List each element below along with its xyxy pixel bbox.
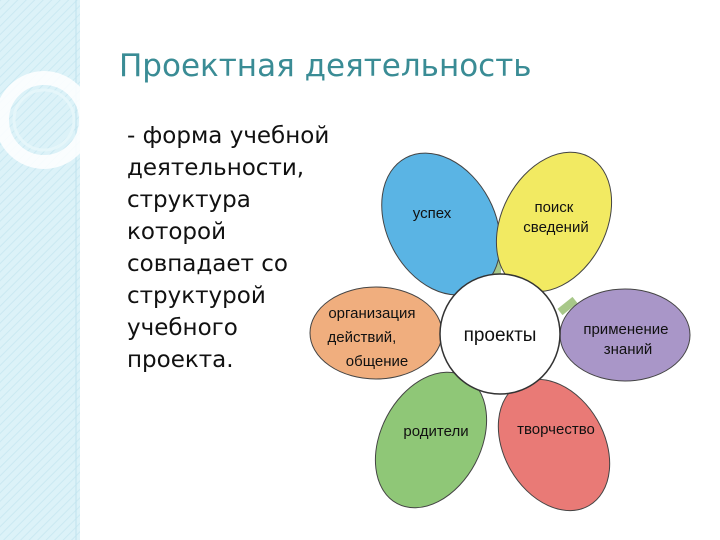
decorative-ring [0, 71, 80, 169]
petal-label-poisk: поиск сведений [523, 199, 588, 236]
petal-label-primenenie: применение знаний [583, 321, 672, 358]
slide-body-text: - форма учебной деятельности, структура … [127, 120, 387, 376]
stem-right [557, 296, 578, 316]
flower-diagram: проекты успех поиск сведений применение … [309, 151, 691, 512]
petal-label-roditeli: родители [403, 423, 468, 440]
body-line: деятельности, [127, 155, 305, 181]
body-line: структура [127, 187, 251, 213]
flower-center [439, 273, 561, 395]
decorative-sidebar [0, 0, 80, 540]
petal-label-organizaciya: организация действий, общение [328, 305, 420, 370]
petal-label-tvorchestvo: творчество [517, 421, 595, 438]
body-line: которой [127, 219, 227, 245]
body-line: проекта. [127, 347, 234, 373]
body-line: учебного [127, 315, 238, 341]
body-line: структурой [127, 283, 266, 309]
center-label: проекты [464, 325, 537, 346]
body-line: совпадает со [127, 251, 288, 277]
petal-label-uspeh: успех [413, 205, 452, 222]
body-line: - форма учебной [127, 123, 330, 149]
slide-title: Проектная деятельность [119, 48, 532, 84]
